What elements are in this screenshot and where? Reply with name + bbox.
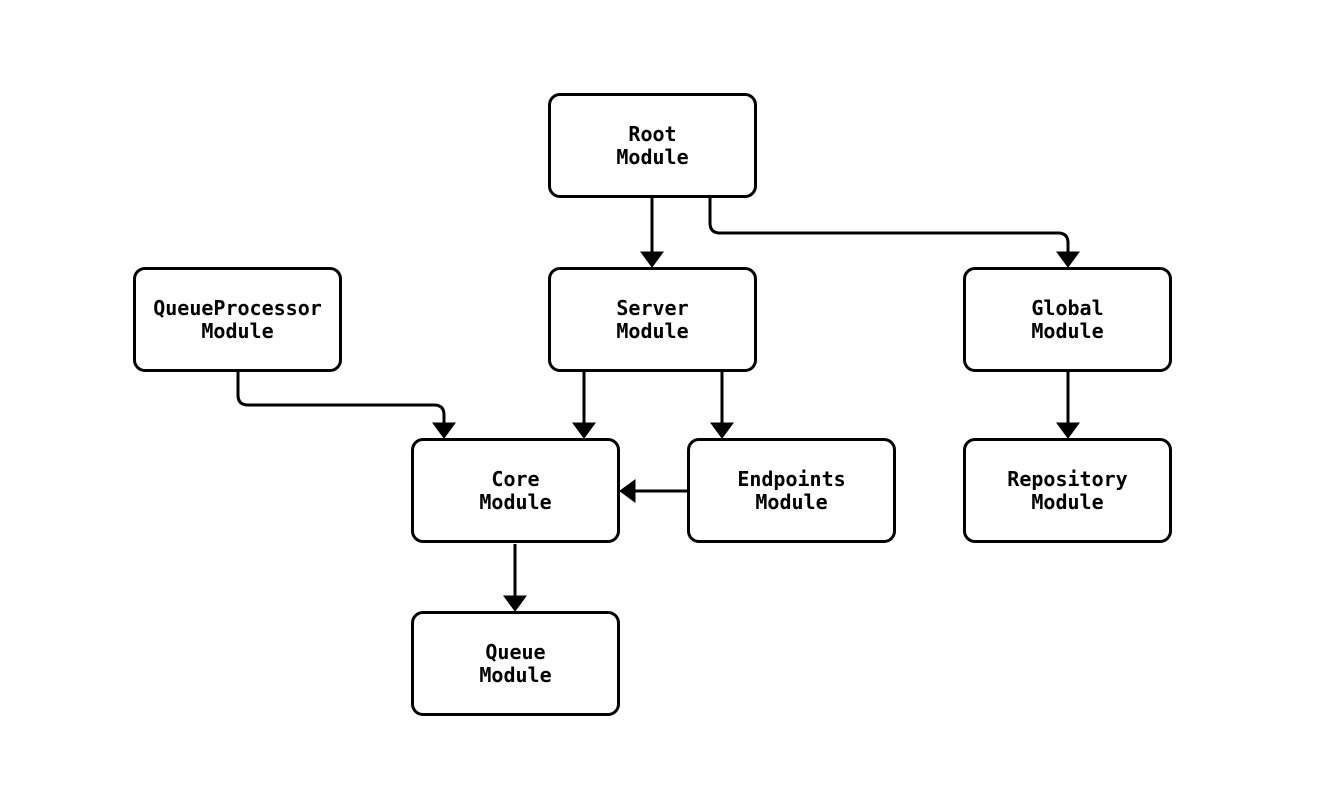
node-global-module-label: Global Module xyxy=(1031,295,1104,343)
node-repository-module: Repository Module xyxy=(963,438,1172,543)
node-global-module: Global Module xyxy=(963,267,1172,372)
node-core-module: Core Module xyxy=(411,438,620,543)
node-queue-module-label: Queue Module xyxy=(479,639,552,687)
edge-root-to-global xyxy=(708,198,1080,268)
edge-root-to-server xyxy=(640,198,664,268)
edge-server-to-core xyxy=(572,372,596,439)
edge-endpoints-to-core xyxy=(619,479,687,503)
node-root-module-label: Root Module xyxy=(616,121,689,169)
node-core-module-label: Core Module xyxy=(479,466,552,514)
node-queueprocessor-module-label: QueueProcessor Module xyxy=(153,295,322,343)
edge-server-to-endpoints xyxy=(710,372,734,439)
node-root-module: Root Module xyxy=(548,93,757,198)
edge-global-to-repository xyxy=(1056,372,1080,439)
node-queueprocessor-module: QueueProcessor Module xyxy=(133,267,342,372)
node-server-module: Server Module xyxy=(548,267,757,372)
node-repository-module-label: Repository Module xyxy=(1007,466,1128,514)
node-server-module-label: Server Module xyxy=(616,295,689,343)
node-queue-module: Queue Module xyxy=(411,611,620,716)
node-endpoints-module: Endpoints Module xyxy=(687,438,896,543)
edge-queueprocessor-to-core xyxy=(236,372,456,439)
node-endpoints-module-label: Endpoints Module xyxy=(737,466,846,514)
edge-core-to-queue xyxy=(503,544,527,612)
